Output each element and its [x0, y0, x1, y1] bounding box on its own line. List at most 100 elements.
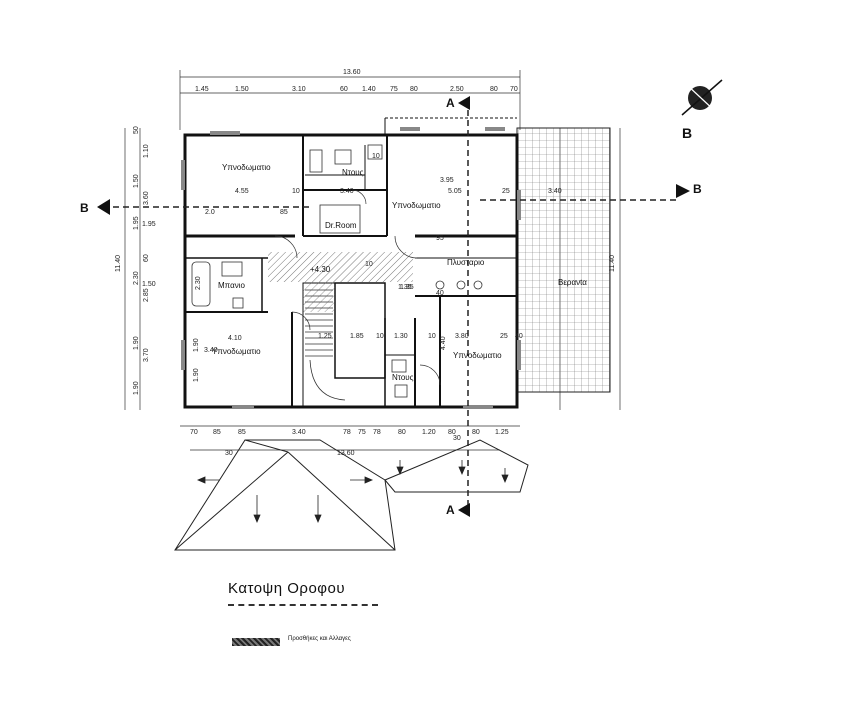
top-dim-value: 2.50 — [450, 86, 464, 93]
top-dim-value: 80 — [410, 86, 418, 93]
interior-dim-value: 3.40 — [204, 347, 218, 354]
left-dim-value: 1.90 — [133, 336, 140, 350]
left-dim-value: 1.50 — [133, 174, 140, 188]
legend-hatch-swatch — [232, 638, 280, 646]
hatched-corridor — [303, 282, 335, 312]
interior-dim-value: 10 — [292, 188, 300, 195]
section-label-b-left: B — [80, 201, 89, 215]
interior-dim-value: 10 — [428, 333, 436, 340]
left-dim-value: 3.70 — [143, 348, 150, 362]
top-dim-value: 3.10 — [292, 86, 306, 93]
title-underline — [228, 604, 378, 606]
interior-dim-value: 1.85 — [350, 333, 364, 340]
top-dim-value: 60 — [340, 86, 348, 93]
interior-dim-value: 1.25 — [318, 333, 332, 340]
section-label-b-right: B — [693, 182, 702, 196]
interior-dim-value: 10 — [365, 261, 373, 268]
room-label-bed-se: Υπνοδωματιο — [453, 351, 502, 360]
section-label-a-top: A — [446, 96, 455, 110]
interior-dim-value: 1.30 — [394, 333, 408, 340]
bottom-dimensions — [180, 425, 520, 451]
right-overall-dim: 11.40 — [609, 255, 616, 272]
left-dim-value: 1.90 — [133, 381, 140, 395]
interior-dim-value: 5.05 — [448, 188, 462, 195]
top-dimensions — [179, 70, 521, 130]
doors — [274, 189, 441, 386]
bottom-dim-value: 85 — [238, 429, 246, 436]
north-arrow-icon — [681, 79, 723, 116]
drawing-title: Κατοψη Ορoφoυ — [228, 580, 346, 597]
bottom-dim-value: 1.25 — [495, 429, 509, 436]
interior-dim-value: 2.0 — [205, 209, 215, 216]
room-label-bath: Μπανιο — [218, 281, 245, 290]
left-dim-value: 1.10 — [143, 144, 150, 158]
left-dim-value: 3.60 — [143, 191, 150, 205]
interior-dim-value: 85 — [280, 209, 288, 216]
stair-curve — [309, 359, 346, 401]
top-dim-value: 1.45 — [195, 86, 209, 93]
interior-dim-value: 40 — [436, 290, 444, 297]
interior-dim-value: 40 — [515, 333, 523, 340]
bottom-extra-dim-2: 30 — [453, 435, 461, 442]
interior-dim-value: 1.50 — [142, 281, 156, 288]
fixtures — [191, 144, 483, 398]
bottom-dim-value: 75 — [358, 429, 366, 436]
section-line-b — [97, 184, 690, 215]
bottom-extra-dim-1: 30 — [225, 450, 233, 457]
left-dimensions — [124, 128, 141, 410]
interior-dim-value: 1.95 — [142, 221, 156, 228]
interior-dim-value: 25 — [500, 333, 508, 340]
bottom-dim-value: 1.20 — [422, 429, 436, 436]
interior-dim-value: 4.10 — [228, 335, 242, 342]
interior-dim-value: 1.90 — [193, 368, 200, 382]
room-label-laundry: Πλυσταριο — [447, 258, 485, 267]
windows — [181, 127, 521, 409]
bottom-dim-value: 85 — [213, 429, 221, 436]
interior-dim-value: 2.30 — [195, 276, 202, 290]
left-dim-value: 2.85 — [143, 288, 150, 302]
room-label-dressing: Dr.Room — [325, 221, 357, 230]
interior-dim-value: 25 — [502, 188, 510, 195]
hatched-landing — [268, 252, 413, 282]
level-label: +4.30 — [310, 265, 331, 274]
interior-dim-value: 3.40 — [340, 188, 354, 195]
bottom-dim-value: 70 — [190, 429, 198, 436]
room-label-bed-ne: Υπνοδωματιο — [392, 201, 441, 210]
room-label-bed-sw: Υπνοδωματιο — [212, 347, 261, 356]
interior-dim-value: 3.95 — [440, 177, 454, 184]
veranda-label: Βερανtα — [558, 278, 587, 287]
top-dim-value: 80 — [490, 86, 498, 93]
compass-label: B — [682, 125, 692, 141]
left-dim-value: 2.30 — [133, 271, 140, 285]
bottom-dim-value: 80 — [472, 429, 480, 436]
section-label-a-bottom: A — [446, 503, 455, 517]
interior-dim-value: 10 — [376, 333, 384, 340]
left-dim-value: 1.95 — [133, 216, 140, 230]
top-dim-value: 75 — [390, 86, 398, 93]
bottom-dim-value: 3.40 — [292, 429, 306, 436]
left-overall-dim: 11.40 — [115, 255, 122, 272]
top-dim-value: 70 — [510, 86, 518, 93]
left-dim-value: 60 — [143, 254, 150, 262]
interior-dim-value: 1.35 — [400, 284, 414, 291]
walls — [183, 117, 519, 409]
section-line-a — [458, 96, 470, 517]
interior-dim-value: 95 — [436, 235, 444, 242]
roof-plan — [174, 439, 529, 551]
room-label-bed-nw: Υπνοδωματιο — [222, 163, 271, 172]
interior-dim-value: 1.90 — [193, 338, 200, 352]
top-overall-dim: 13.60 — [343, 69, 361, 76]
bottom-dim-value: 80 — [448, 429, 456, 436]
veranda-grid — [516, 127, 611, 393]
bottom-overall-dim: 13.60 — [337, 450, 355, 457]
left-dim-value: 50 — [133, 126, 140, 134]
top-dim-value: 1.50 — [235, 86, 249, 93]
bottom-dim-value: 78 — [373, 429, 381, 436]
room-label-shower-s: Ντους — [392, 373, 414, 382]
top-dim-value: 1.40 — [362, 86, 376, 93]
bottom-dim-value: 80 — [398, 429, 406, 436]
